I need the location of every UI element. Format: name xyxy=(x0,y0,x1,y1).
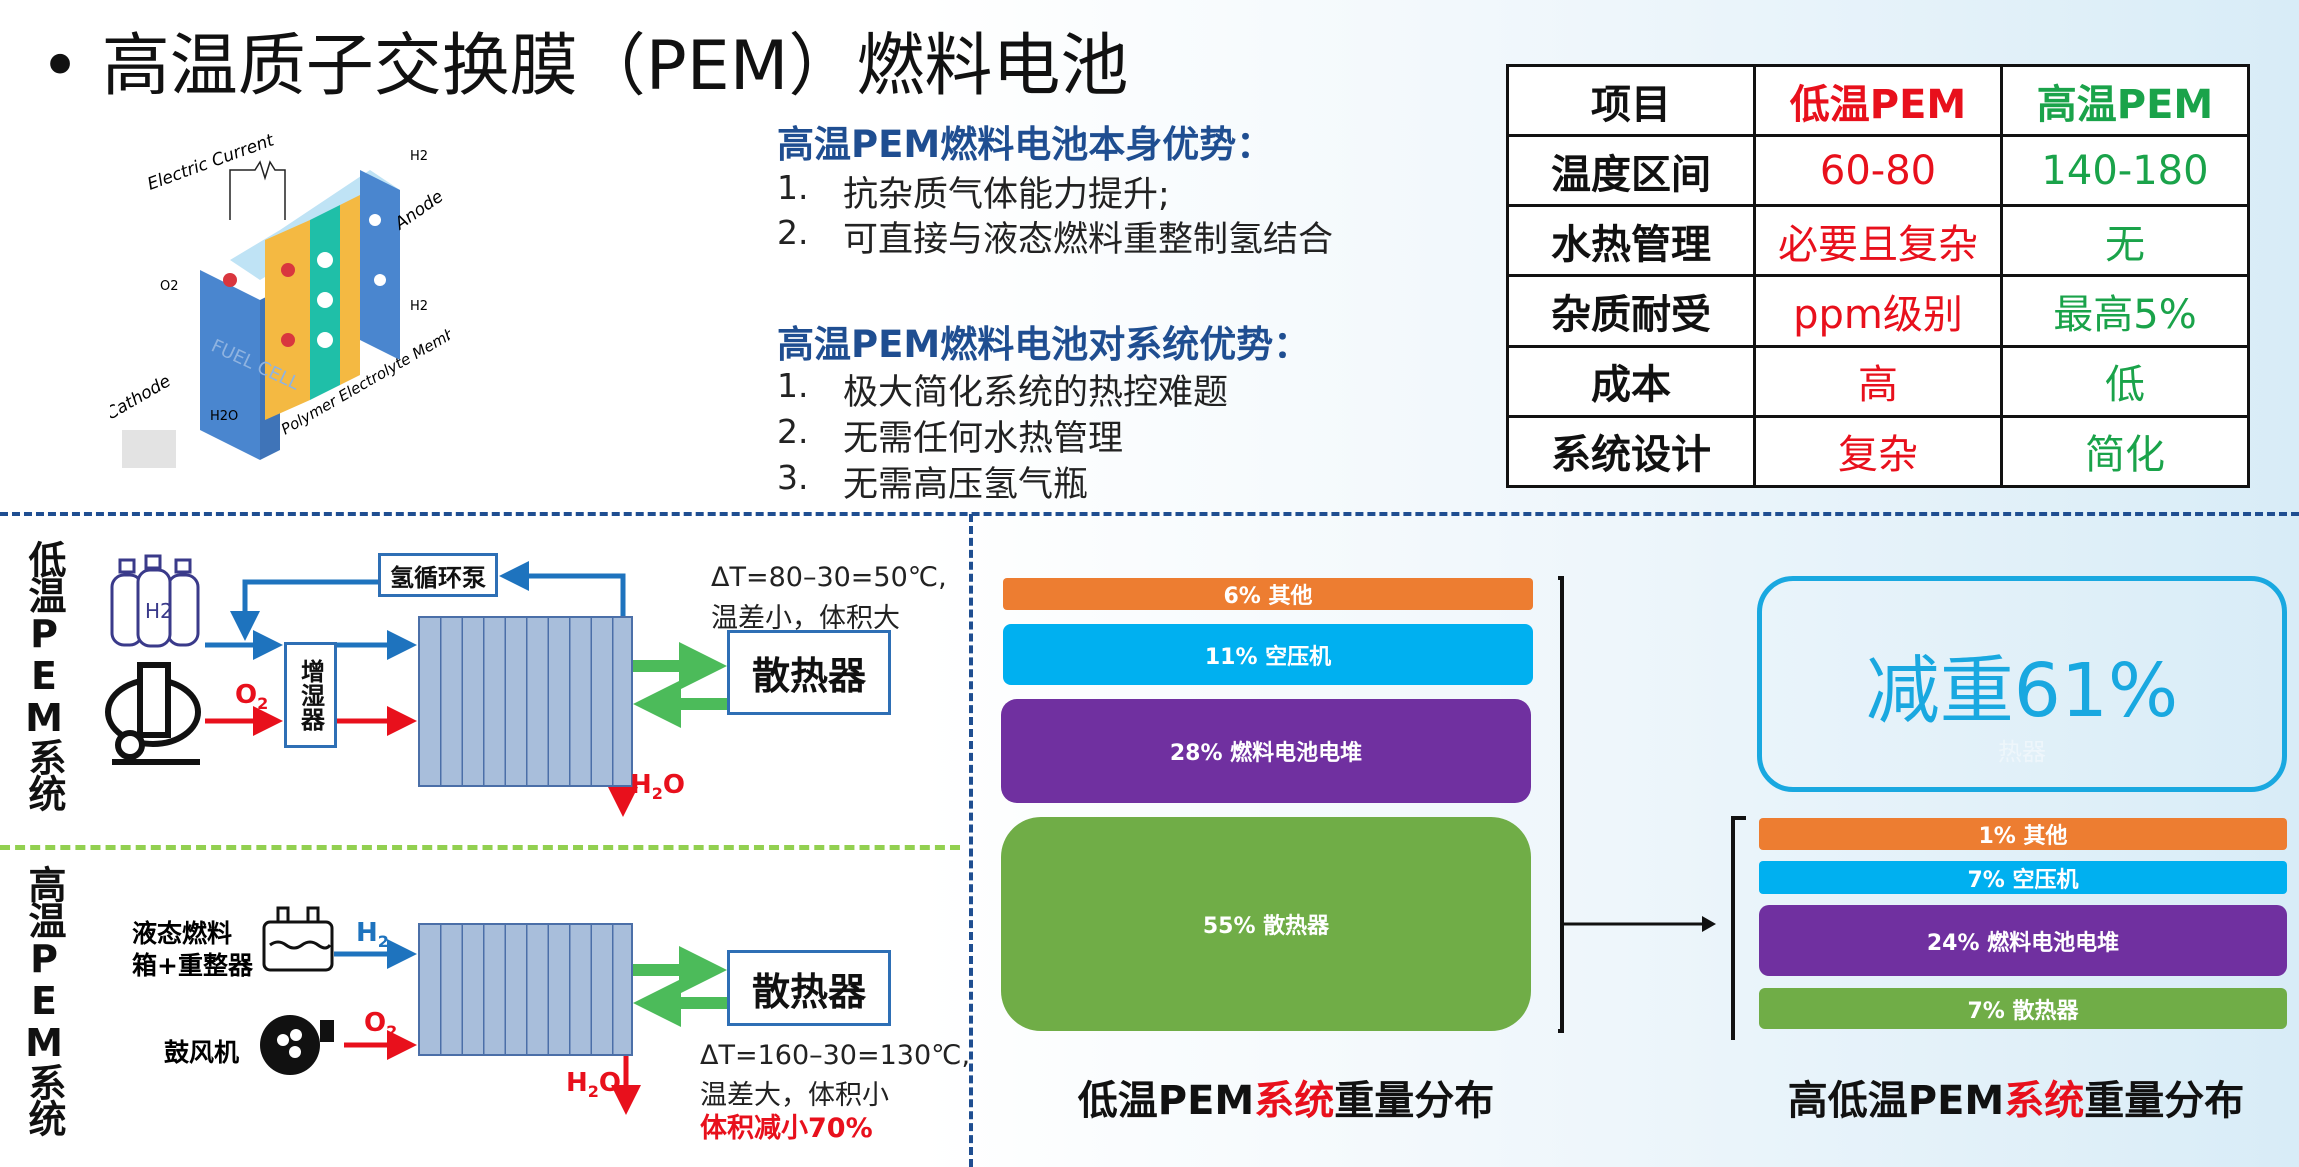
cathode-plate xyxy=(200,270,260,460)
h2o-label: H2O xyxy=(210,409,238,424)
low-temp-system-label: 低温PEM系统 xyxy=(22,540,66,810)
high-weight-caption: 高低温PEM系统重量分布 xyxy=(1787,1078,2245,1124)
delta-t-text: ΔT=80–30=50℃, xyxy=(711,562,947,593)
low-bar-compressor: 11% 空压机 xyxy=(1003,624,1533,685)
table-row: 系统设计复杂简化 xyxy=(1506,414,2250,489)
row-label: 成本 xyxy=(1506,344,1756,418)
high-bar-stack: 24% 燃料电池电堆 xyxy=(1759,905,2287,976)
list-number: 1. xyxy=(777,168,809,207)
high-temp-system-label: 高温PEM系统 xyxy=(22,865,66,1135)
green-divider xyxy=(0,845,960,850)
row-label: 杂质耐受 xyxy=(1506,274,1756,348)
delta-t-text: ΔT=160–30=130℃, xyxy=(700,1040,971,1071)
list-item: 无需任何水热管理 xyxy=(843,419,1124,459)
low-weight-caption: 低温PEM系统重量分布 xyxy=(1077,1078,1495,1124)
cell: 低 xyxy=(2000,344,2250,418)
blower-fan-icon xyxy=(260,1015,334,1075)
cell: 无 xyxy=(2000,204,2250,278)
weight-reduction-box: 减重61% 热器 xyxy=(1757,576,2287,792)
hydrogen-tank-icon xyxy=(110,554,200,648)
table-header-row: 项目 低温PEM 高温PEM xyxy=(1506,63,2250,138)
row-label: 水热管理 xyxy=(1506,204,1756,278)
fuel-cell-diagram: Electric Current Anode Cathode FUEL CELL… xyxy=(110,130,450,460)
vertical-divider xyxy=(969,514,973,1167)
faint-text: 热器 xyxy=(1998,738,2046,766)
h2o-label: H2O xyxy=(566,1068,622,1102)
placeholder-square xyxy=(122,430,176,468)
row-label: 温度区间 xyxy=(1506,134,1756,208)
self-advantages-heading: 高温PEM燃料电池本身优势： xyxy=(777,123,1274,166)
fuel-cell-stack xyxy=(418,616,633,787)
fuel-reformer-icon xyxy=(262,906,334,972)
page-title: • 高温质子交换膜（PEM）燃料电池 xyxy=(40,27,1129,106)
list-number: 3. xyxy=(777,458,809,497)
horizontal-divider xyxy=(0,512,2299,516)
radiator-box: 散热器 xyxy=(727,950,891,1026)
cathode-layer xyxy=(265,220,310,420)
low-bar-radiator: 55% 散热器 xyxy=(1001,817,1531,1031)
cell: 高 xyxy=(1753,344,2003,418)
volume-reduction-text: 体积减小70% xyxy=(700,1113,873,1144)
fuel-tank-label-1: 液态燃料 xyxy=(132,919,233,948)
list-item: 无需高压氢气瓶 xyxy=(843,465,1089,505)
high-bar-compressor: 7% 空压机 xyxy=(1759,861,2287,894)
list-number: 1. xyxy=(777,366,809,405)
weight-reduction-text: 减重61% xyxy=(1865,648,2179,734)
cell: 复杂 xyxy=(1753,414,2003,489)
header-cell: 项目 xyxy=(1506,63,1756,138)
fuel-cell-stack xyxy=(418,923,633,1056)
h2-in-label: H2 xyxy=(410,149,428,164)
high-bar-radiator: 7% 散热器 xyxy=(1759,988,2287,1029)
delta-t-note: 温差小，体积大 xyxy=(711,603,900,634)
cell: 最高5% xyxy=(2000,274,2250,348)
h2-label: H2 xyxy=(356,918,389,952)
o2-label: O2 xyxy=(160,279,179,294)
system-flow-lines: H2 xyxy=(105,554,727,1115)
cell: 简化 xyxy=(2000,414,2250,489)
radiator-box: 散热器 xyxy=(727,630,891,715)
list-item: 极大简化系统的热控难题 xyxy=(843,373,1229,413)
air-compressor-icon xyxy=(105,662,201,765)
low-bar-other: 6% 其他 xyxy=(1003,578,1533,610)
o2-label: O2 xyxy=(235,680,269,714)
row-label: 系统设计 xyxy=(1506,414,1756,489)
o2-label: O2 xyxy=(364,1008,398,1042)
list-item: 可直接与液态燃料重整制氢结合 xyxy=(843,220,1334,260)
list-item: 抗杂质气体能力提升; xyxy=(843,175,1170,215)
cell: 140-180 xyxy=(2000,134,2250,208)
table-row: 水热管理必要且复杂无 xyxy=(1506,204,2250,278)
cell: 60-80 xyxy=(1753,134,2003,208)
h2-out-label: H2 xyxy=(410,299,428,314)
cell: 必要且复杂 xyxy=(1753,204,2003,278)
hydrogen-pump-box: 氢循环泵 xyxy=(378,553,498,597)
tank-label: H2 xyxy=(145,599,173,623)
cell: ppm级别 xyxy=(1753,274,2003,348)
header-cell: 低温PEM xyxy=(1753,63,2003,138)
delta-t-note: 温差大，体积小 xyxy=(700,1080,889,1111)
blower-label: 鼓风机 xyxy=(164,1038,240,1067)
humidifier-box: 增湿器 xyxy=(284,642,337,748)
high-bar-other: 1% 其他 xyxy=(1759,818,2287,850)
fuel-tank-label-2: 箱+重整器 xyxy=(132,951,253,980)
header-cell: 高温PEM xyxy=(2000,63,2250,138)
list-number: 2. xyxy=(777,412,809,451)
h2o-label: H2O xyxy=(630,770,686,804)
list-number: 2. xyxy=(777,213,809,252)
table-row: 成本高低 xyxy=(1506,344,2250,418)
brackets-and-arrow xyxy=(1558,576,1746,1040)
system-advantages-heading: 高温PEM燃料电池对系统优势： xyxy=(777,323,1311,366)
low-bar-stack: 28% 燃料电池电堆 xyxy=(1001,699,1531,803)
